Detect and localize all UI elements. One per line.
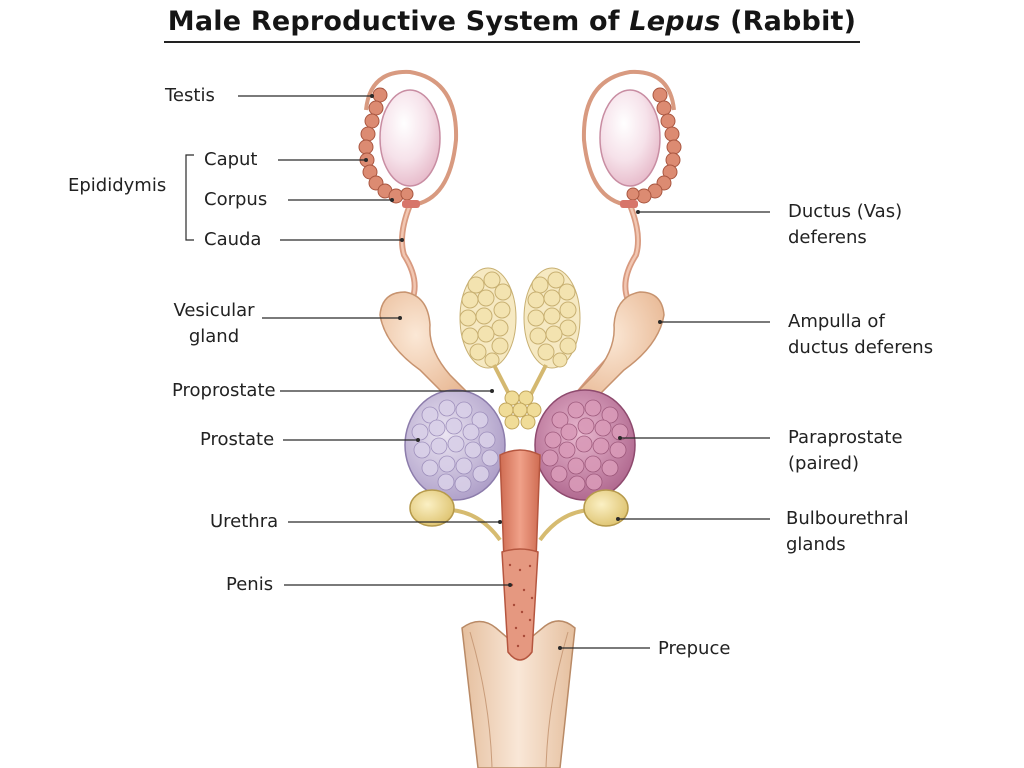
label-bulbourethral-line1: Bulbourethral	[786, 508, 909, 529]
proprostate-cluster	[498, 390, 542, 430]
label-bulbourethral: Bulbourethral glands	[786, 506, 909, 558]
label-epididymis: Epididymis	[68, 175, 167, 196]
penis-shape	[501, 548, 539, 661]
label-proprostate: Proprostate	[172, 380, 276, 401]
left-bulbourethral-gland	[409, 489, 455, 527]
leader-lines	[185, 95, 770, 649]
title-genus: Lepus	[629, 6, 721, 37]
label-paraprostate-line1: Paraprostate	[788, 427, 903, 448]
right-epididymis	[626, 87, 682, 204]
label-ductus-deferens-line1: Ductus (Vas)	[788, 201, 903, 222]
label-penis: Penis	[226, 574, 274, 595]
label-ampulla-line1: Ampulla of	[788, 311, 885, 332]
right-ampulla	[572, 291, 665, 401]
label-urethra: Urethra	[210, 511, 279, 532]
prepuce-shape	[461, 620, 576, 768]
label-caput: Caput	[204, 149, 258, 170]
label-testis: Testis	[165, 85, 215, 106]
right-testis	[599, 89, 661, 187]
left-vesicular-gland	[379, 291, 472, 401]
label-vesicular-gland-line2: gland	[188, 326, 240, 347]
label-cauda: Cauda	[204, 229, 262, 250]
label-paraprostate: Paraprostate (paired)	[788, 425, 903, 477]
title-suffix: (Rabbit)	[720, 6, 857, 37]
diagram-title: Male Reproductive System of Lepus (Rabbi…	[0, 6, 1024, 43]
label-ductus-deferens: Ductus (Vas) deferens	[788, 199, 902, 251]
label-ampulla-line2: ductus deferens	[788, 337, 934, 358]
label-corpus: Corpus	[204, 189, 268, 210]
paraprostate-shape	[534, 389, 636, 501]
right-bulbourethral-gland	[583, 489, 629, 527]
label-prostate: Prostate	[200, 429, 275, 450]
left-epididymis	[358, 87, 414, 204]
label-paraprostate-line2: (paired)	[788, 453, 860, 474]
label-vesicular-gland: Vesicular gland	[162, 298, 266, 350]
prostate-shape	[404, 389, 506, 501]
label-ampulla: Ampulla of ductus deferens	[788, 309, 933, 361]
right-seminal-lobe	[523, 267, 581, 369]
label-bulbourethral-line2: glands	[786, 534, 846, 555]
leader-dots	[364, 94, 662, 650]
left-seminal-lobe	[459, 267, 517, 369]
left-testis	[379, 89, 441, 187]
title-prefix: Male Reproductive System of	[167, 6, 630, 37]
title-underline: Male Reproductive System of Lepus (Rabbi…	[163, 6, 861, 43]
label-vesicular-gland-line1: Vesicular	[173, 300, 255, 321]
label-ductus-deferens-line2: deferens	[788, 227, 867, 248]
label-prepuce: Prepuce	[658, 638, 731, 659]
urethra-shaft	[499, 449, 541, 565]
